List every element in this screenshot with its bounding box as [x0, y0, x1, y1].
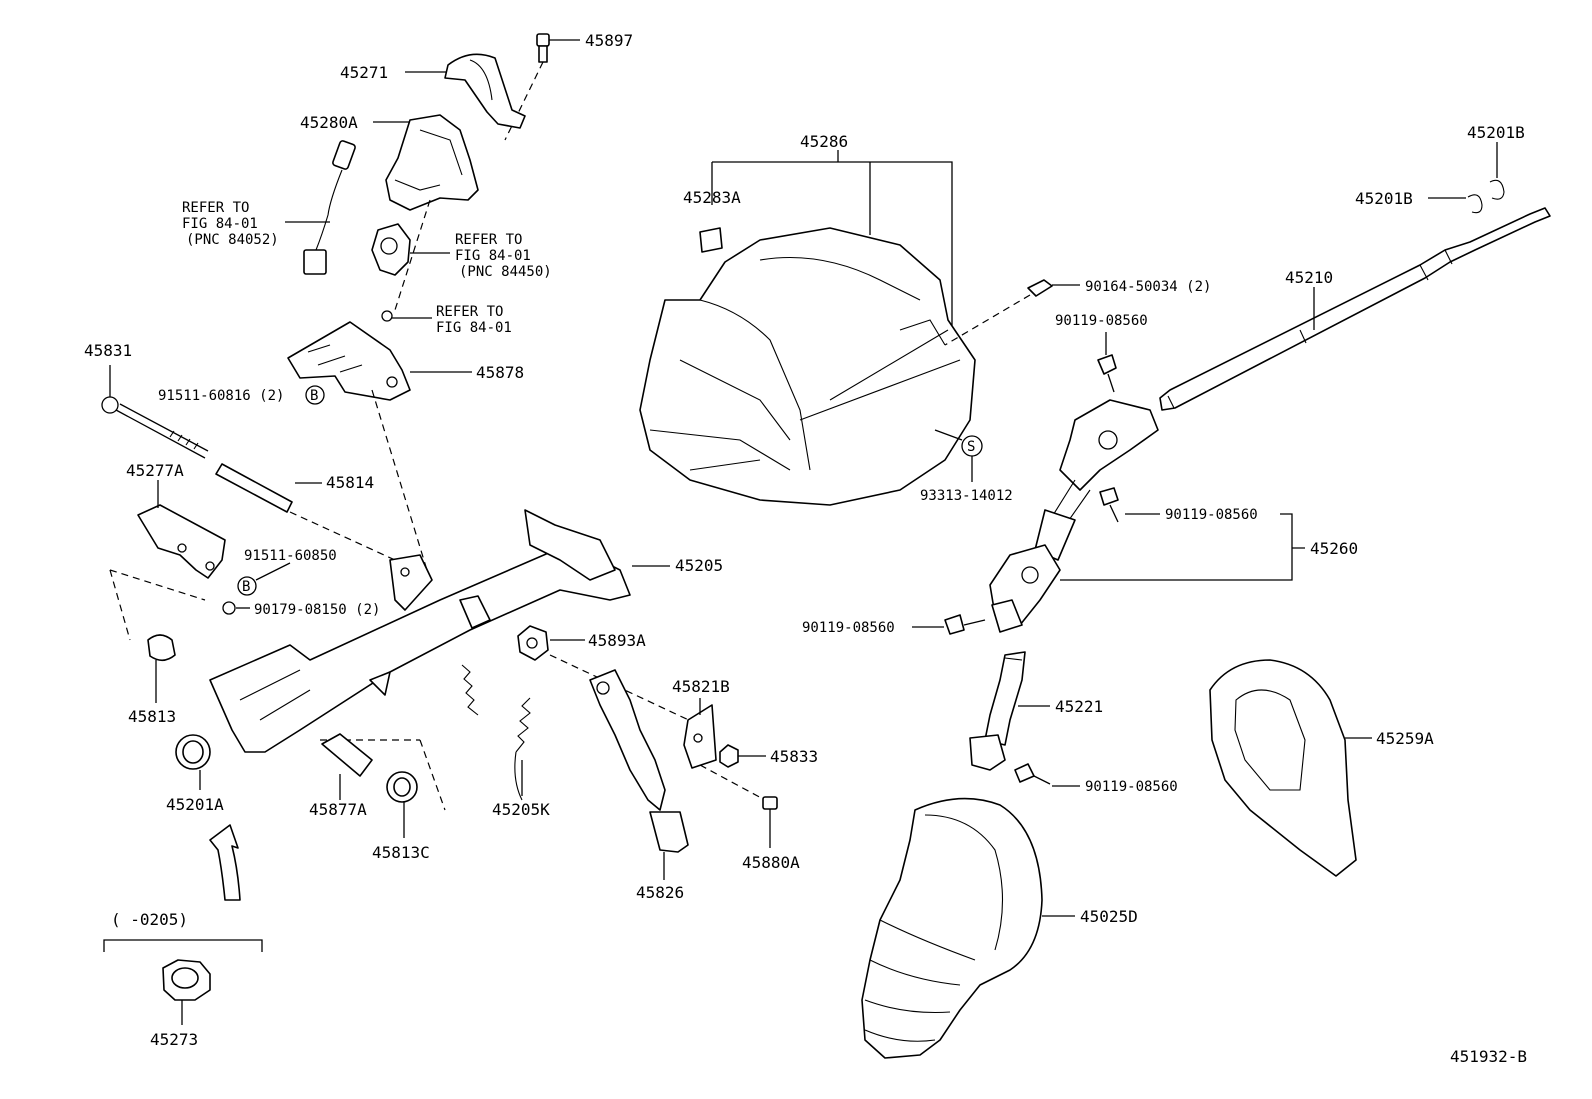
- refer-1-line2: FIG 84-01: [182, 216, 258, 232]
- bush-45813C[interactable]: [386, 771, 418, 838]
- label-45878: 45878: [476, 363, 524, 382]
- nut-90179-08150[interactable]: [222, 601, 250, 615]
- arrow-up-indicator: [209, 824, 241, 901]
- bolt-90119-08560-left[interactable]: [912, 614, 986, 635]
- spacer-45877A[interactable]: [321, 733, 373, 800]
- svg-text:B: B: [242, 579, 250, 595]
- bush-45201A[interactable]: [175, 734, 211, 790]
- label-91511-60850: 91511-60850: [244, 548, 337, 564]
- refer-2-line2: FIG 84-01: [455, 248, 531, 264]
- label-91511-60816: 91511-60816 (2): [158, 388, 284, 404]
- lever-45826[interactable]: [589, 669, 689, 880]
- svg-text:S: S: [967, 439, 975, 455]
- label-45277A: 45277A: [126, 461, 184, 480]
- refer-2-line3: (PNC 84450): [459, 264, 552, 280]
- label-45831: 45831: [84, 341, 132, 360]
- label-45286: 45286: [800, 132, 848, 151]
- clip-45201B-a[interactable]: [1428, 194, 1483, 214]
- label-45201A: 45201A: [166, 795, 224, 814]
- label-45826: 45826: [636, 883, 684, 902]
- label-45280A: 45280A: [300, 113, 358, 132]
- label-45813: 45813: [128, 707, 176, 726]
- label-90119-08560-c: 90119-08560: [802, 620, 895, 636]
- svg-text:( -0205): ( -0205): [111, 910, 188, 929]
- label-90119-08560-a: 90119-08560: [1055, 313, 1148, 329]
- callout-45260: [1060, 513, 1305, 581]
- label-45880A: 45880A: [742, 853, 800, 872]
- bolt-45897[interactable]: [536, 33, 580, 63]
- label-45205K: 45205K: [492, 800, 550, 819]
- mark-b-2: B: [237, 562, 291, 596]
- small-screw[interactable]: [381, 310, 432, 322]
- label-45271: 45271: [340, 63, 388, 82]
- label-45260: 45260: [1310, 539, 1358, 558]
- refer-2-line1: REFER TO: [455, 232, 522, 248]
- label-90164-50034: 90164-50034 (2): [1085, 279, 1211, 295]
- svg-text:B: B: [310, 388, 318, 404]
- label-45283A: 45283A: [683, 188, 741, 207]
- label-45210: 45210: [1285, 268, 1333, 287]
- label-45221: 45221: [1055, 697, 1103, 716]
- label-45897: 45897: [585, 31, 633, 50]
- refer-3-line1: REFER TO: [436, 304, 503, 320]
- screw-90164-50034[interactable]: [1027, 279, 1080, 297]
- bolt-45831[interactable]: [101, 365, 209, 459]
- pin-45814[interactable]: [215, 463, 322, 513]
- mark-s: S: [934, 429, 983, 482]
- clip-45201B-b[interactable]: [1489, 142, 1505, 200]
- shaft-45221[interactable]: [969, 651, 1050, 771]
- label-45814: 45814: [326, 473, 374, 492]
- refer-3-line2: FIG 84-01: [436, 320, 512, 336]
- switch-body-45280A[interactable]: [373, 114, 479, 211]
- label-45259A: 45259A: [1376, 729, 1434, 748]
- main-shaft-45210[interactable]: [1159, 207, 1551, 411]
- plate-45277A[interactable]: [137, 480, 226, 579]
- springs-45205K[interactable]: [461, 664, 531, 801]
- bolt-90119-08560-bottom[interactable]: [1014, 763, 1080, 787]
- mark-b-1: B: [305, 385, 325, 405]
- label-45273: 45273: [150, 1030, 198, 1049]
- bracket-45878[interactable]: [287, 321, 472, 401]
- label-90119-08560-d: 90119-08560: [1085, 779, 1178, 795]
- label-93313-14012: 93313-14012: [920, 488, 1013, 504]
- label-45893A: 45893A: [588, 631, 646, 650]
- bolt-45880A[interactable]: [762, 796, 778, 848]
- pad-45283A[interactable]: [699, 227, 723, 253]
- bush-45813[interactable]: [147, 634, 176, 703]
- column-cover-45286[interactable]: [639, 227, 976, 506]
- label-45025D: 45025D: [1080, 907, 1138, 926]
- plate-45821B[interactable]: [683, 698, 717, 769]
- nut-45893A[interactable]: [517, 625, 585, 661]
- figure-number: 451932-B: [1450, 1047, 1527, 1066]
- label-90179-08150: 90179-08150 (2): [254, 602, 380, 618]
- nut-45833[interactable]: [719, 744, 766, 768]
- label-45877A: 45877A: [309, 800, 367, 819]
- label-45813C: 45813C: [372, 843, 430, 862]
- bolt-90119-08560-mid[interactable]: [1099, 487, 1160, 523]
- clamp-45271[interactable]: [405, 53, 526, 129]
- column-tube-45205[interactable]: [209, 509, 670, 753]
- label-90119-08560-b: 90119-08560: [1165, 507, 1258, 523]
- bolt-90119-08560-top[interactable]: [1097, 332, 1117, 393]
- label-45201B-top: 45201B: [1467, 123, 1525, 142]
- label-45833: 45833: [770, 747, 818, 766]
- label-45205: 45205: [675, 556, 723, 575]
- model-range-bracket: ( -0205): [103, 910, 263, 952]
- callout-45286: [711, 161, 953, 330]
- ignition-switch[interactable]: [371, 223, 411, 276]
- refer-1-line1: REFER TO: [182, 200, 249, 216]
- refer-1-line3: (PNC 84052): [186, 232, 279, 248]
- cover-45259A[interactable]: [1209, 659, 1372, 877]
- label-45821B: 45821B: [672, 677, 730, 696]
- intermediate-shaft-45260[interactable]: [989, 399, 1159, 633]
- label-45201B-mid: 45201B: [1355, 189, 1413, 208]
- boot-45025D[interactable]: [861, 797, 1075, 1059]
- bush-45273[interactable]: [162, 959, 211, 1025]
- wire-harness-connector[interactable]: [303, 140, 356, 275]
